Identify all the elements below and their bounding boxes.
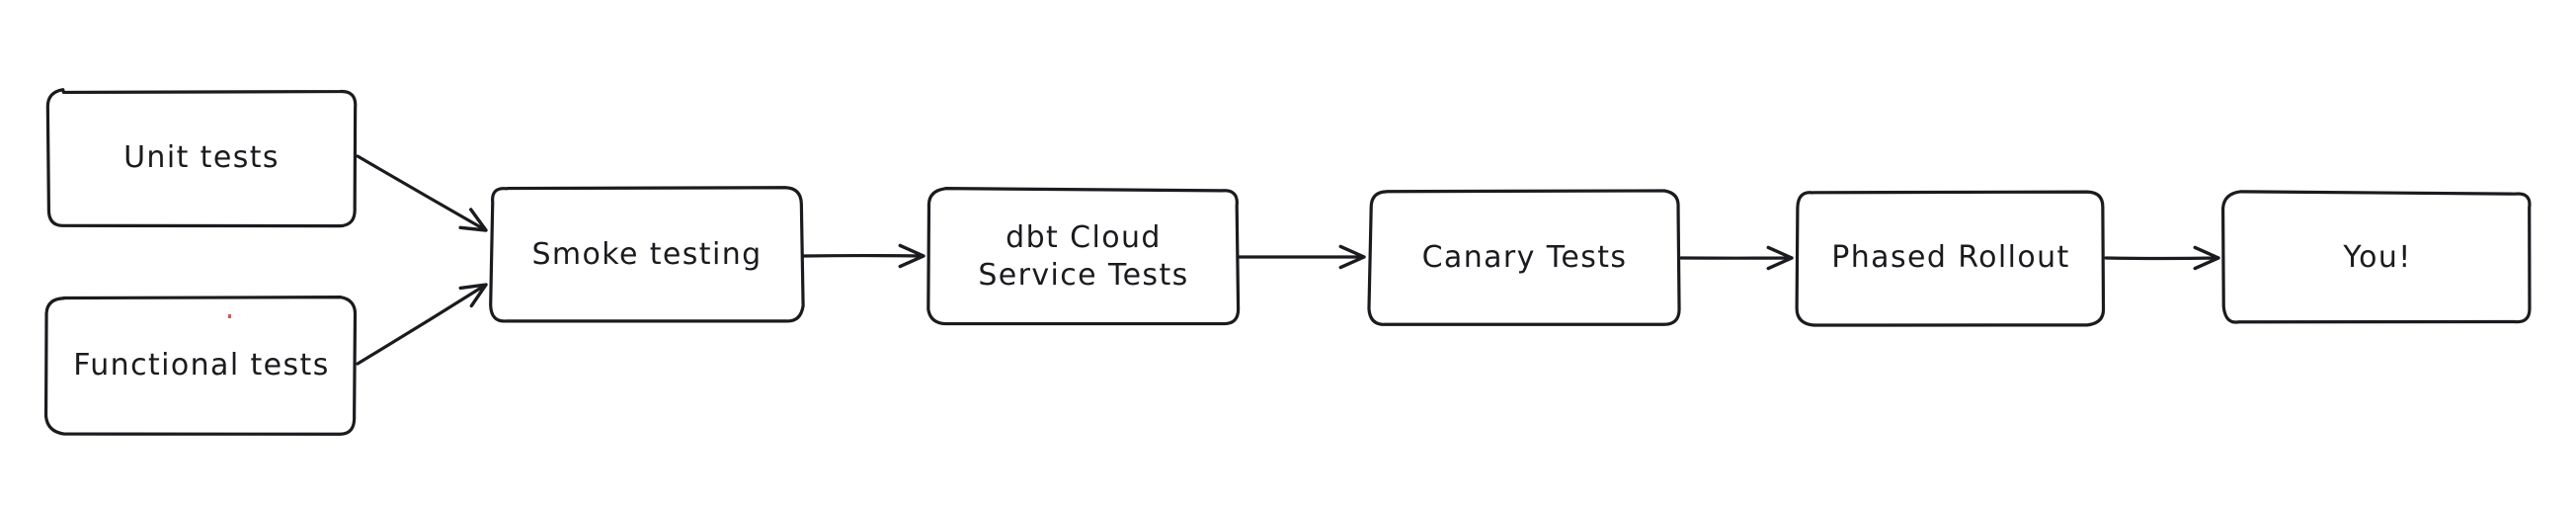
node-smoke-testing[interactable] xyxy=(492,188,802,322)
node-shape-phased-rollout xyxy=(1795,190,2106,327)
node-shape-smoke-testing xyxy=(489,186,805,323)
red-speck xyxy=(228,314,231,318)
edge-line-functional-to-smoke xyxy=(356,283,488,366)
node-shape-you xyxy=(2221,190,2532,324)
edge-arrowhead-phased-to-you xyxy=(2193,245,2220,271)
node-shape-dbt-cloud-service-tests xyxy=(926,187,1241,326)
node-shape-unit-tests xyxy=(45,88,358,228)
node-shape-canary-tests xyxy=(1367,189,1681,326)
edge-arrowhead-unit-to-smoke xyxy=(458,208,488,232)
node-phased-rollout[interactable] xyxy=(1798,192,2104,324)
node-you[interactable] xyxy=(2224,193,2531,323)
edge-unit-to-smoke[interactable] xyxy=(358,156,486,230)
edge-line-unit-to-smoke xyxy=(356,154,488,232)
edge-arrowhead-smoke-to-dbt xyxy=(898,243,926,269)
nodes-layer xyxy=(43,88,2532,436)
node-canary-tests[interactable] xyxy=(1370,192,1679,324)
edge-arrowhead-canary-to-phased xyxy=(1766,245,1794,271)
node-dbt-cloud-service-tests[interactable] xyxy=(929,190,1238,324)
edge-arrowhead-functional-to-smoke xyxy=(458,283,488,308)
node-unit-tests[interactable] xyxy=(47,91,356,225)
edge-arrowhead-dbt-to-canary xyxy=(1338,244,1366,270)
edge-functional-to-smoke[interactable] xyxy=(358,285,486,364)
node-functional-tests[interactable] xyxy=(47,298,356,433)
node-shape-functional-tests xyxy=(43,296,358,436)
edges-layer xyxy=(356,154,2220,366)
